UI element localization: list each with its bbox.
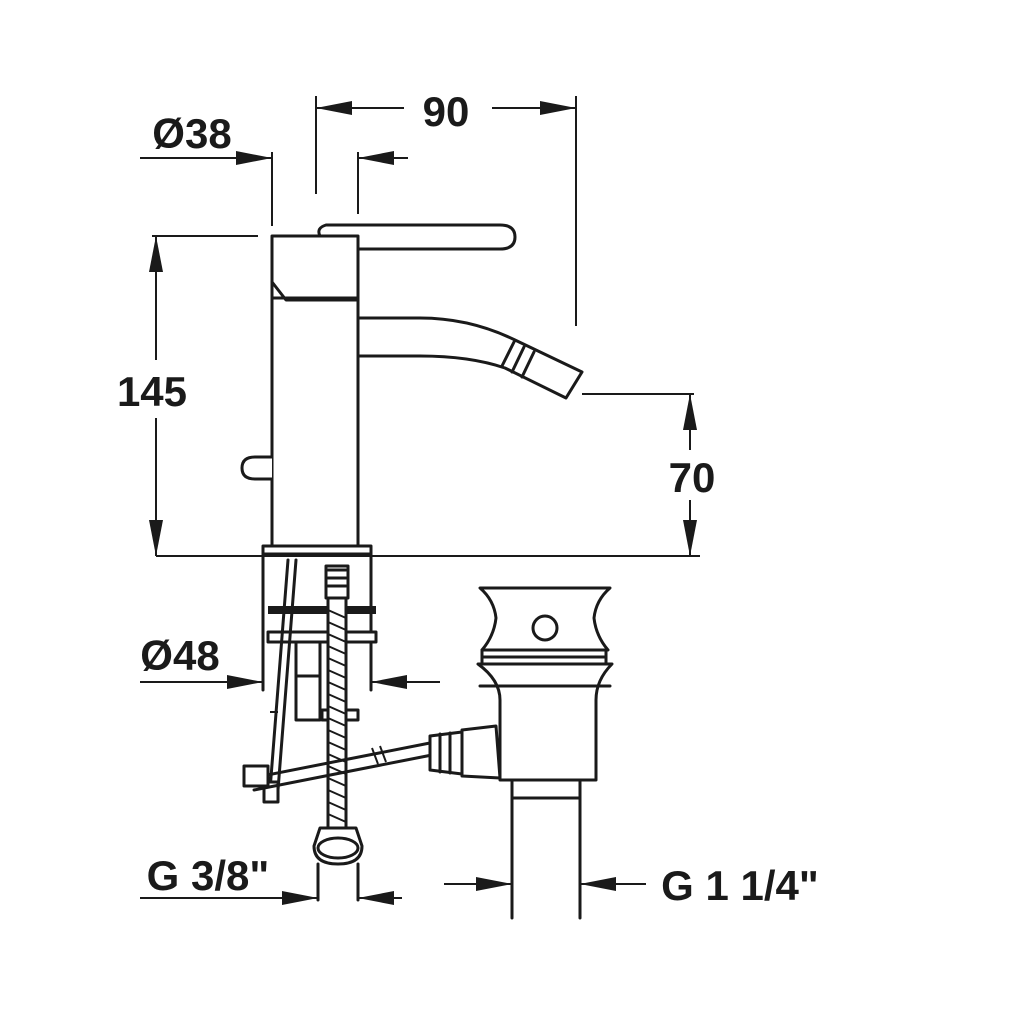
faucet-body	[240, 223, 517, 548]
dimension-label-body-diameter: Ø38	[152, 110, 231, 157]
dimension-label-spout-height: 70	[669, 454, 716, 501]
dimension-label-waste-thread: G 1 1/4"	[661, 862, 819, 909]
dimension-label-supply-thread: G 3/8"	[147, 852, 270, 899]
pop-up-linkage	[242, 724, 502, 792]
dimension-label-reach: 90	[423, 88, 470, 135]
flexible-hose	[312, 564, 364, 902]
pop-up-waste	[476, 586, 614, 920]
dimension-lines	[140, 96, 700, 905]
dimension-label-base-diameter: Ø48	[140, 632, 219, 679]
dimension-label-total-height: 145	[117, 368, 187, 415]
spout	[356, 316, 584, 400]
